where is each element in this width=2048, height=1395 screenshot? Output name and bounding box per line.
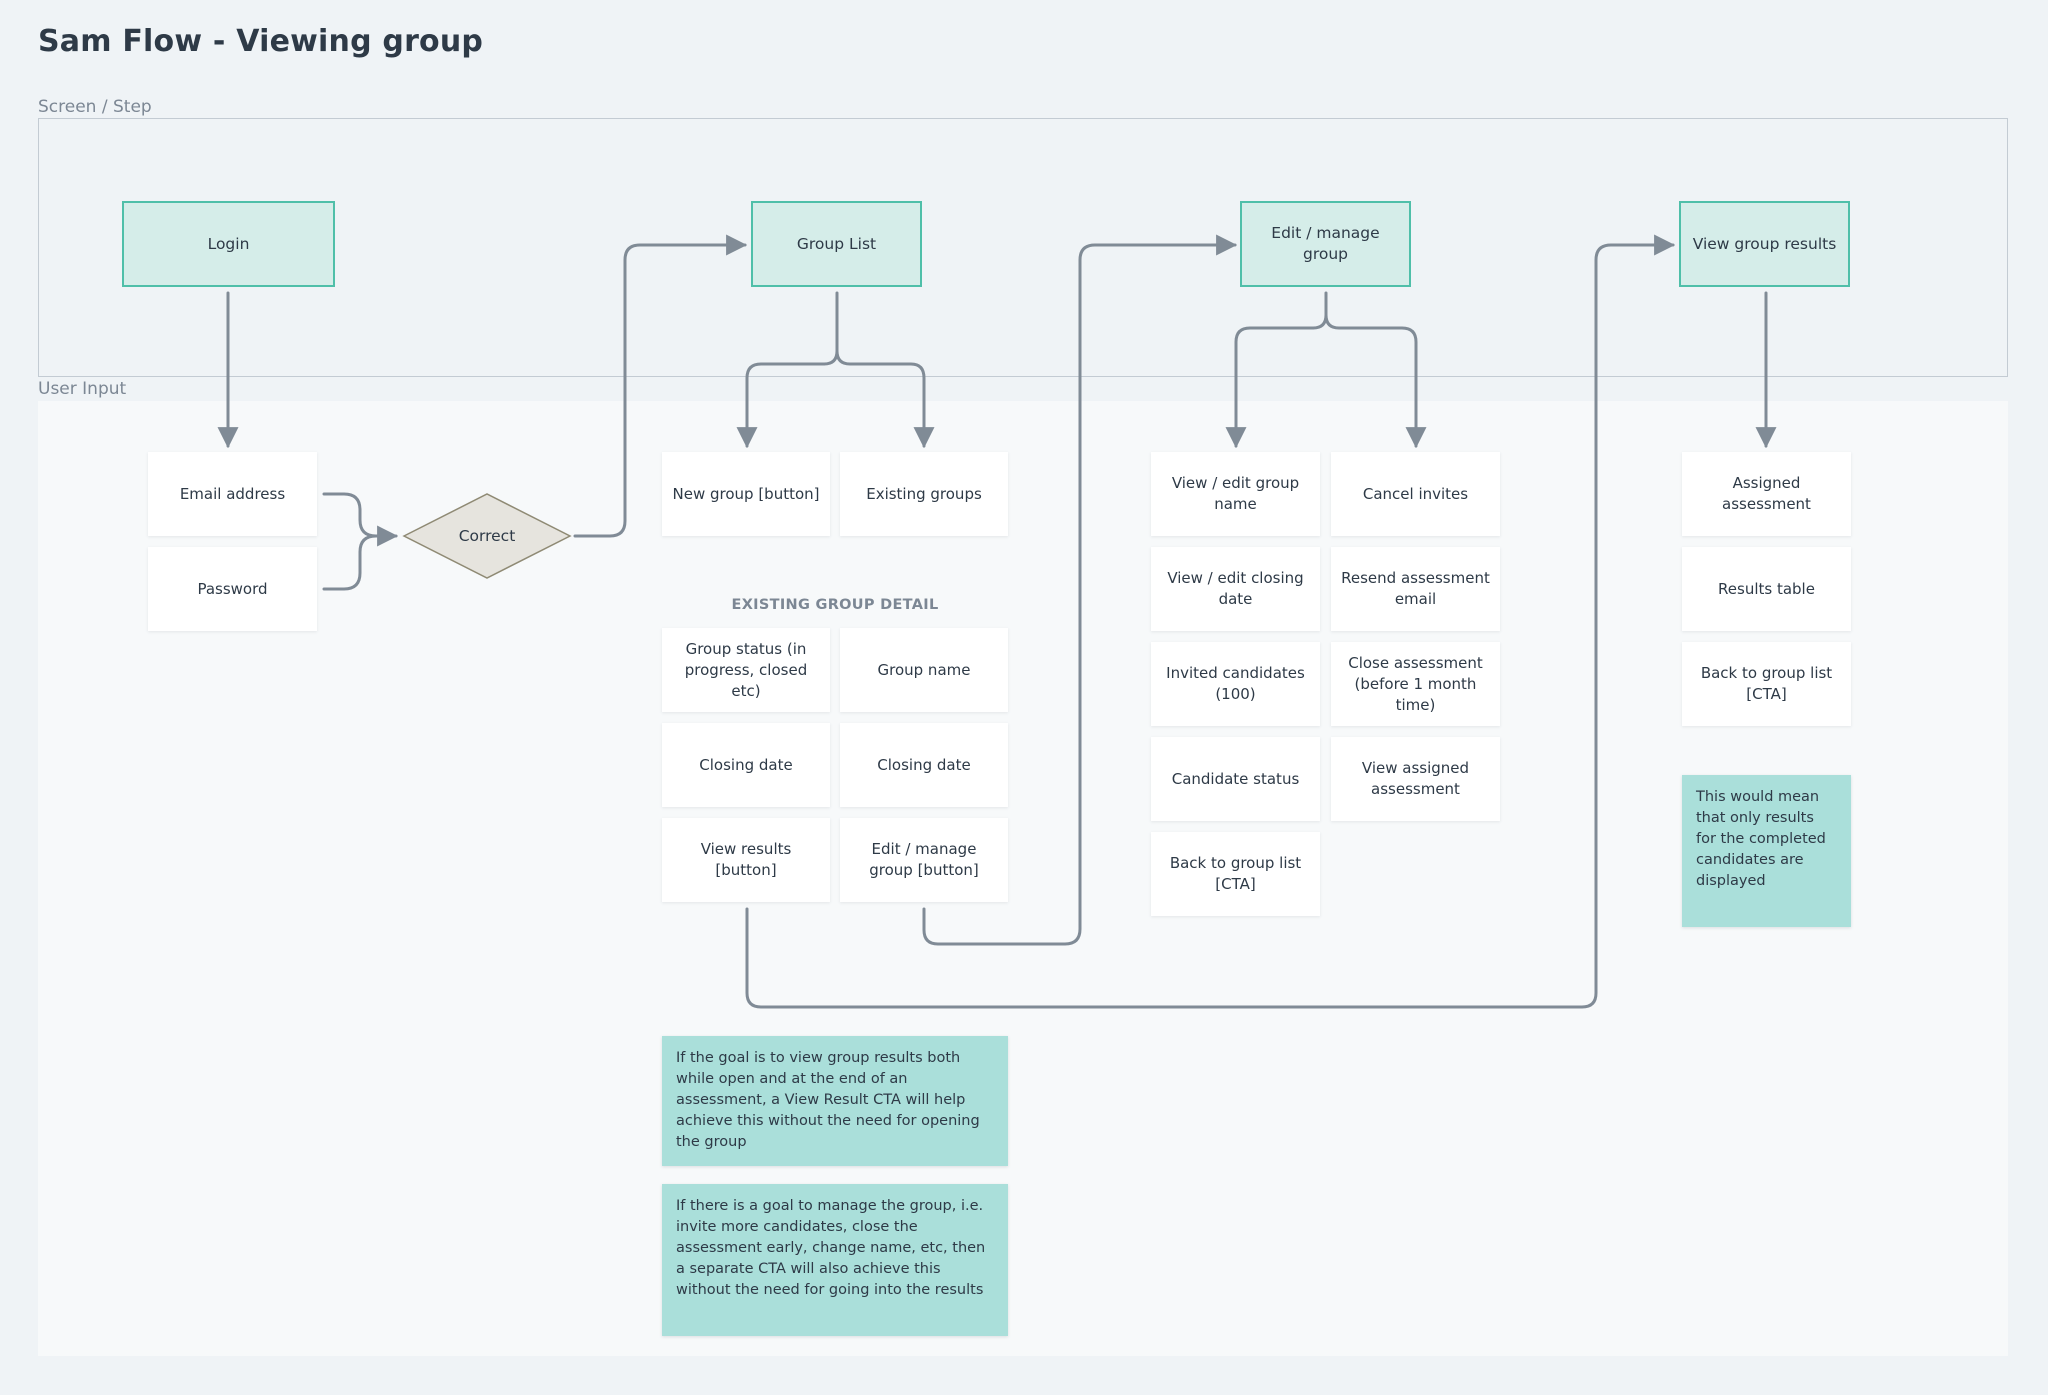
edit-invited-candidates: Invited candidates (100)	[1151, 642, 1320, 726]
detail-closing-date-left: Closing date	[662, 723, 830, 807]
connector-edit-screen-stem	[1311, 291, 1328, 330]
screen-group-list: Group List	[751, 201, 922, 287]
results-back-to-group-list: Back to group list [CTA]	[1682, 642, 1851, 726]
lane-user-input	[38, 401, 2008, 1356]
edit-back-to-group-list: Back to group list [CTA]	[1151, 832, 1320, 916]
arrow-edit-manage-to-edit-screen	[922, 234, 1238, 946]
input-email-address: Email address	[148, 452, 317, 536]
edit-view-edit-group-name: View / edit group name	[1151, 452, 1320, 536]
detail-closing-date-right: Closing date	[840, 723, 1008, 807]
connector-email-to-merge	[322, 492, 378, 538]
decision-correct-label: Correct	[458, 527, 516, 545]
existing-group-detail-heading: EXISTING GROUP DETAIL	[731, 597, 939, 613]
edit-view-edit-closing-date: View / edit closing date	[1151, 547, 1320, 631]
note-completed-results: This would mean that only results for th…	[1682, 775, 1851, 927]
arrow-correct-to-group-list	[573, 234, 748, 538]
edit-view-assigned-assessment: View assigned assessment	[1331, 737, 1500, 821]
note-manage-cta: If there is a goal to manage the group, …	[662, 1184, 1008, 1336]
connector-password-to-merge	[322, 534, 378, 591]
arrow-edit-screen-to-cancel	[1324, 313, 1427, 449]
detail-view-results-button: View results [button]	[662, 818, 830, 902]
screen-view-group-results: View group results	[1679, 201, 1850, 287]
lane-label-screen: Screen / Step	[38, 97, 152, 117]
note-view-result-cta: If the goal is to view group results bot…	[662, 1036, 1008, 1166]
detail-group-status: Group status (in progress, closed etc)	[662, 628, 830, 712]
page-title: Sam Flow - Viewing group	[38, 24, 484, 59]
input-existing-groups: Existing groups	[840, 452, 1008, 536]
screen-edit-manage-group: Edit / manage group	[1240, 201, 1411, 287]
arrow-view-results-to-results-screen	[745, 234, 1676, 1009]
arrow-group-list-to-existing	[835, 349, 935, 449]
connector-group-list-stem	[822, 291, 839, 366]
detail-group-name: Group name	[840, 628, 1008, 712]
decision-diamond	[402, 493, 572, 579]
results-assigned-assessment: Assigned assessment	[1682, 452, 1851, 536]
input-new-group-button: New group [button]	[662, 452, 830, 536]
results-results-table: Results table	[1682, 547, 1851, 631]
edit-close-assessment: Close assessment (before 1 month time)	[1331, 642, 1500, 726]
detail-edit-manage-group-button: Edit / manage group [button]	[840, 818, 1008, 902]
input-password: Password	[148, 547, 317, 631]
lane-label-user-input: User Input	[38, 379, 127, 399]
edit-candidate-status: Candidate status	[1151, 737, 1320, 821]
arrow-edit-screen-to-view-name	[1225, 326, 1315, 449]
edit-cancel-invites: Cancel invites	[1331, 452, 1500, 536]
screen-login: Login	[122, 201, 335, 287]
arrow-group-list-to-new-group	[736, 362, 826, 449]
edit-resend-assessment-email: Resend assessment email	[1331, 547, 1500, 631]
